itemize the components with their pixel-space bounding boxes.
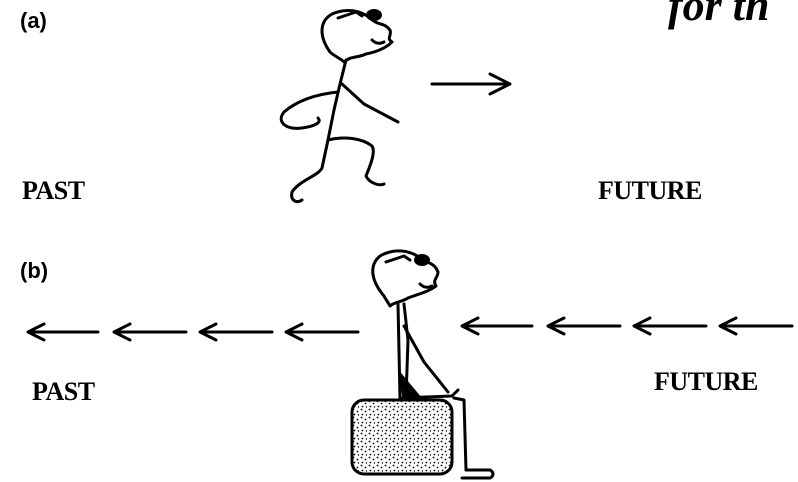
future-arrow-2 bbox=[548, 318, 620, 334]
walker-leg-back bbox=[292, 140, 328, 202]
sitter-torso bbox=[398, 304, 400, 398]
future-arrow-1 bbox=[462, 318, 532, 334]
walker-head bbox=[322, 11, 392, 62]
walker-leg-front bbox=[328, 138, 384, 185]
sitter-foot bbox=[462, 470, 493, 478]
walker-glasses bbox=[338, 12, 362, 18]
future-arrow-4 bbox=[720, 318, 792, 334]
sitter-glasses bbox=[386, 256, 410, 262]
future-arrows bbox=[462, 318, 792, 334]
future-arrow-3 bbox=[634, 318, 706, 334]
walker-arm-back bbox=[281, 92, 338, 128]
sitter-seat-shadow bbox=[400, 374, 420, 398]
past-arrow-2 bbox=[114, 324, 186, 340]
past-arrow-1 bbox=[28, 324, 98, 340]
past-arrow-3 bbox=[200, 324, 272, 340]
sitter-arm bbox=[404, 326, 448, 392]
sitter-mouth bbox=[420, 284, 432, 287]
walker-body bbox=[328, 60, 346, 140]
sitter-shin bbox=[454, 398, 466, 470]
past-arrow-4 bbox=[286, 324, 358, 340]
walker-sunglass-lens bbox=[366, 9, 382, 21]
forward-arrow bbox=[432, 74, 510, 94]
walker-arm-front bbox=[342, 84, 398, 122]
sitter-sunglass-lens bbox=[414, 254, 430, 266]
rock bbox=[352, 400, 452, 474]
past-arrows bbox=[28, 324, 358, 340]
walking-figure bbox=[281, 9, 398, 202]
walker-mouth bbox=[372, 40, 384, 43]
